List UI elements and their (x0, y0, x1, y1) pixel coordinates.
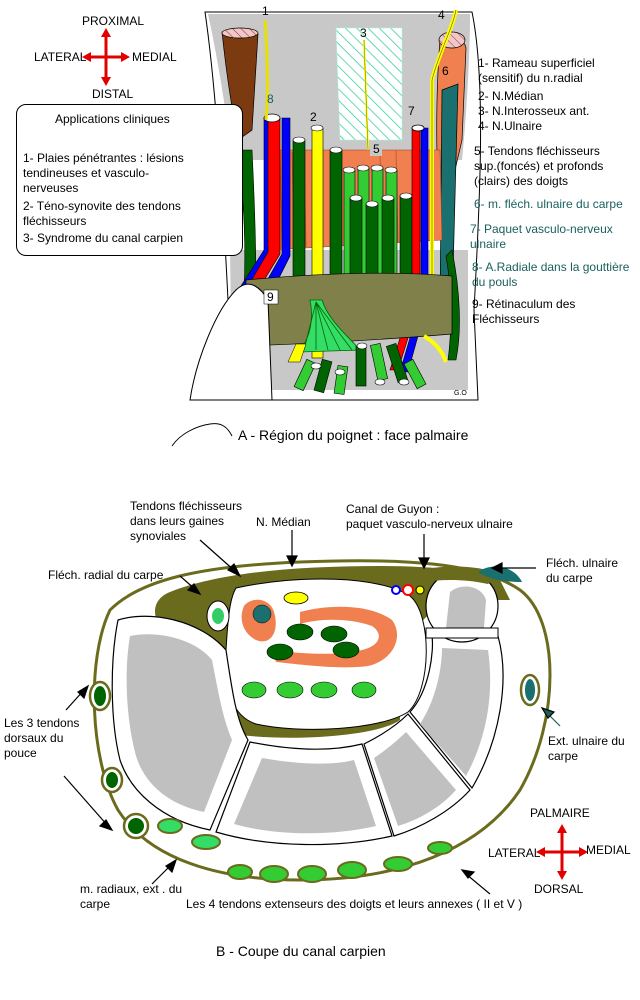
palmar-label: PALMAIRE (530, 806, 590, 820)
label-median-nerve: N. Médian (256, 515, 311, 529)
legend-7: 7- Paquet vasculo-nerveux ulnaire (470, 222, 613, 251)
distal-label: DISTAL (92, 87, 134, 101)
orientation-cross-top (82, 28, 130, 86)
proximal-label: PROXIMAL (82, 14, 145, 28)
marker-4: 4 (438, 8, 445, 22)
clinical-item-3: 3- Syndrome du canal carpien (23, 231, 184, 245)
lateral-label-bottom: LATERAL (488, 846, 541, 860)
caption-a-curve (171, 423, 233, 447)
marker-7: 7 (408, 104, 415, 118)
marker-8: 8 (267, 92, 274, 106)
label-ulnar-flexor: Fléch. ulnaire du carpe (546, 556, 619, 585)
label-flexor-tendons: Tendons fléchisseurs dans leurs gaines s… (130, 499, 243, 543)
medial-label-bottom: MEDIAL (586, 843, 631, 857)
figure-b-section (88, 559, 552, 883)
marker-3: 3 (360, 26, 367, 40)
marker-6: 6 (442, 64, 449, 78)
legend-5: 5- Tendons fléchisseurs sup.(foncés) et … (474, 144, 604, 188)
marker-1: 1 (262, 4, 269, 18)
label-guyon-canal: Canal de Guyon : paquet vasculo-nerveux … (346, 502, 513, 531)
clinical-title: Applications cliniques (55, 112, 170, 126)
clinical-applications-box: Applications cliniques 1- Plaies pénétra… (16, 104, 243, 256)
author-signature: G.O (454, 390, 467, 397)
label-thumb-dorsal-tendons: Les 3 tendons dorsaux du pouce (4, 716, 80, 760)
legend-3: 3- N.Interosseux ant. (478, 104, 590, 118)
caption-b: B - Coupe du canal carpien (216, 943, 386, 959)
figure-a-wrist (189, 9, 482, 401)
clinical-item-1: 1- Plaies pénétrantes : lésions tendineu… (23, 151, 184, 195)
dorsal-label: DORSAL (534, 882, 584, 896)
legend-1: 1- Rameau superficiel (sensitif) du n.ra… (478, 56, 595, 85)
legend-8: 8- A.Radiale dans la gouttière du pouls (472, 260, 630, 289)
pointer-arrows (63, 530, 561, 895)
label-finger-extensors: Les 4 tendons extenseurs des doigts et l… (186, 897, 523, 911)
lateral-label-top: LATERAL (34, 50, 87, 64)
legend-6: 6- m. fléch. ulnaire du carpe (474, 197, 623, 211)
clinical-item-2: 2- Téno-synovite des tendons fléchisseur… (23, 199, 181, 228)
marker-2: 2 (310, 110, 317, 124)
marker-9: 9 (267, 290, 274, 304)
label-radial-extensors: m. radiaux, ext . du carpe (80, 882, 183, 911)
legend-9: 9- Rétinaculum des Fléchisseurs (472, 297, 576, 326)
orientation-cross-bottom (536, 824, 588, 880)
legend-4: 4- N.Ulnaire (478, 119, 543, 133)
medial-label-top: MEDIAL (132, 50, 177, 64)
marker-5: 5 (373, 142, 380, 156)
legend-2: 2- N.Médian (478, 89, 544, 103)
caption-a: A - Région du poignet : face palmaire (238, 427, 469, 443)
label-ulnar-extensor: Ext. ulnaire du carpe (548, 734, 625, 763)
label-radial-flexor: Fléch. radial du carpe (48, 568, 164, 582)
